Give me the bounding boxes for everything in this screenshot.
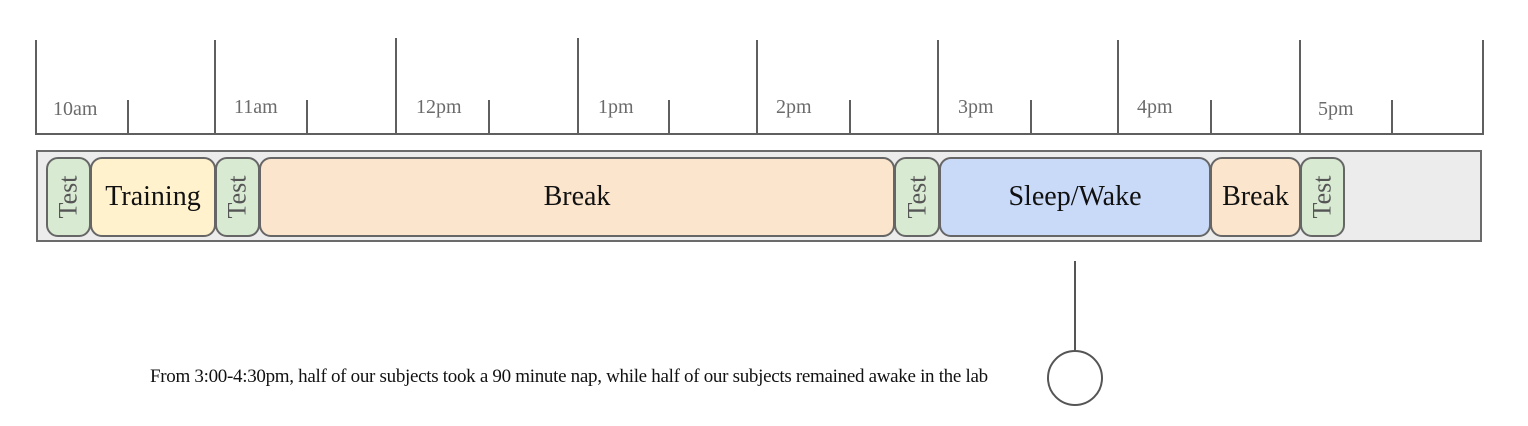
annotation-caption: From 3:00-4:30pm, half of our subjects t…: [150, 366, 988, 387]
block-label: Sleep/Wake: [1008, 181, 1142, 212]
minor-tick: [306, 100, 308, 135]
block-label: Test: [902, 175, 932, 219]
hour-label-12pm: 12pm: [416, 96, 462, 118]
block-test-4: Test: [1300, 157, 1345, 237]
block-test-1: Test: [46, 157, 91, 237]
block-test-3: Test: [894, 157, 940, 237]
hour-label-3pm: 3pm: [958, 96, 994, 118]
block-label: Test: [222, 175, 252, 219]
block-test-2: Test: [215, 157, 260, 237]
axis-baseline: [36, 133, 1484, 135]
minor-tick: [1210, 100, 1212, 135]
major-tick: [214, 40, 216, 135]
block-sleep-wake: Sleep/Wake: [939, 157, 1211, 237]
block-break-1: Break: [259, 157, 895, 237]
hour-label-1pm: 1pm: [598, 96, 634, 118]
major-tick: [937, 40, 939, 135]
block-break-2: Break: [1210, 157, 1301, 237]
major-tick: [1117, 40, 1119, 135]
block-label: Test: [53, 175, 83, 219]
hour-label-5pm: 5pm: [1318, 98, 1354, 120]
major-tick: [35, 40, 37, 135]
major-tick: [1482, 40, 1484, 135]
annotation-marker-circle: [1047, 350, 1103, 406]
block-training: Training: [90, 157, 216, 237]
minor-tick: [127, 100, 129, 135]
major-tick: [756, 40, 758, 135]
minor-tick: [1030, 100, 1032, 135]
major-tick: [1299, 40, 1301, 135]
hour-label-11am: 11am: [234, 96, 278, 118]
block-label: Break: [543, 181, 611, 212]
block-label: Training: [105, 181, 201, 212]
minor-tick: [1391, 100, 1393, 135]
minor-tick: [668, 100, 670, 135]
major-tick: [395, 38, 397, 135]
minor-tick: [488, 100, 490, 135]
minor-tick: [849, 100, 851, 135]
annotation-pointer-line: [1074, 261, 1076, 351]
major-tick: [577, 38, 579, 135]
hour-label-10am: 10am: [53, 98, 98, 120]
hour-label-2pm: 2pm: [776, 96, 812, 118]
hour-label-4pm: 4pm: [1137, 96, 1173, 118]
block-label: Break: [1222, 181, 1289, 212]
block-label: Test: [1307, 175, 1337, 219]
